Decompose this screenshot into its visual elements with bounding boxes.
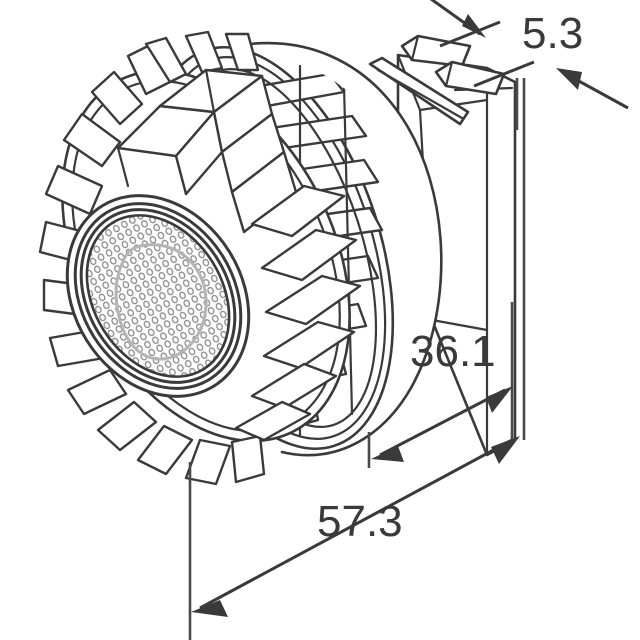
dimension-label-36-1: 36.1 <box>410 327 496 376</box>
dimension-36-1: 36.1 <box>367 78 526 468</box>
interior-fins <box>116 68 362 442</box>
dimension-label-57-3: 57.3 <box>317 497 403 546</box>
base-pins <box>400 34 506 96</box>
lens-assembly <box>65 194 251 400</box>
dimension-label-5-3: 5.3 <box>522 9 583 58</box>
dimension-57-3: 57.3 <box>188 436 520 640</box>
dimension-5-3: 5.3 <box>429 0 629 130</box>
lamp-body-group <box>38 30 517 486</box>
housing-rib <box>368 56 470 126</box>
